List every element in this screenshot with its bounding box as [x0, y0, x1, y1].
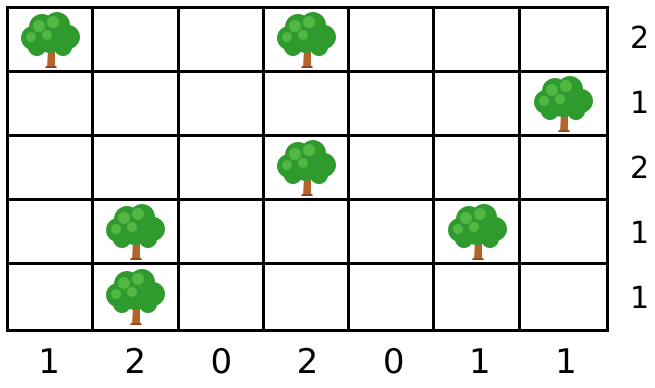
cell-r1-c3[interactable]: [264, 73, 351, 137]
cell-r3-c6[interactable]: [520, 201, 606, 265]
cell-r2-c0[interactable]: [9, 137, 95, 201]
cell-r2-c1[interactable]: [94, 137, 180, 201]
cell-r3-c5[interactable]: [435, 201, 521, 265]
cell-r0-c2[interactable]: [179, 9, 265, 73]
cell-r2-c2[interactable]: [179, 137, 265, 201]
cell-r4-c3[interactable]: [265, 265, 351, 329]
cell-r1-c0[interactable]: [9, 73, 95, 137]
column-clue-4: 0: [382, 342, 405, 382]
column-clue-2: 0: [210, 342, 233, 382]
cell-r2-c4[interactable]: [350, 137, 436, 201]
column-clue-5: 1: [468, 342, 491, 382]
cell-r1-c2[interactable]: [179, 73, 265, 137]
row-clue-1: 1: [630, 85, 650, 121]
cell-r1-c6[interactable]: [520, 73, 606, 137]
cell-r3-c4[interactable]: [350, 201, 436, 265]
cell-r4-c0[interactable]: [9, 265, 95, 329]
cell-r4-c4[interactable]: [350, 265, 436, 329]
cell-r2-c6[interactable]: [520, 137, 606, 201]
cell-r1-c5[interactable]: [435, 73, 521, 137]
cell-r1-c1[interactable]: [94, 73, 180, 137]
column-clue-3: 2: [296, 342, 319, 382]
cell-r0-c3[interactable]: [264, 9, 351, 73]
cell-r4-c6[interactable]: [521, 265, 606, 329]
column-clue-1: 2: [124, 342, 147, 382]
cell-r2-c3[interactable]: [264, 137, 351, 201]
row-clue-2: 2: [630, 151, 650, 186]
column-clue-6: 1: [555, 342, 577, 382]
cell-r4-c1[interactable]: [94, 265, 180, 329]
row-clue-0: 2: [630, 20, 650, 56]
row-clue-3: 1: [630, 216, 650, 252]
column-clue-0: 1: [38, 342, 60, 382]
cell-r2-c5[interactable]: [435, 137, 521, 201]
cell-r0-c6[interactable]: [520, 9, 606, 73]
game-board: [6, 6, 609, 332]
cell-r4-c2[interactable]: [180, 265, 265, 329]
row-clue-4: 1: [630, 281, 650, 317]
cell-r0-c5[interactable]: [435, 9, 521, 73]
cell-r3-c2[interactable]: [179, 201, 265, 265]
cell-r0-c0[interactable]: [9, 9, 95, 73]
cell-r3-c3[interactable]: [264, 201, 351, 265]
cell-r0-c4[interactable]: [350, 9, 436, 73]
cell-r3-c0[interactable]: [9, 201, 95, 265]
cell-r3-c1[interactable]: [94, 201, 180, 265]
cell-r4-c5[interactable]: [435, 265, 521, 329]
cell-r1-c4[interactable]: [350, 73, 436, 137]
cell-r0-c1[interactable]: [94, 9, 180, 73]
